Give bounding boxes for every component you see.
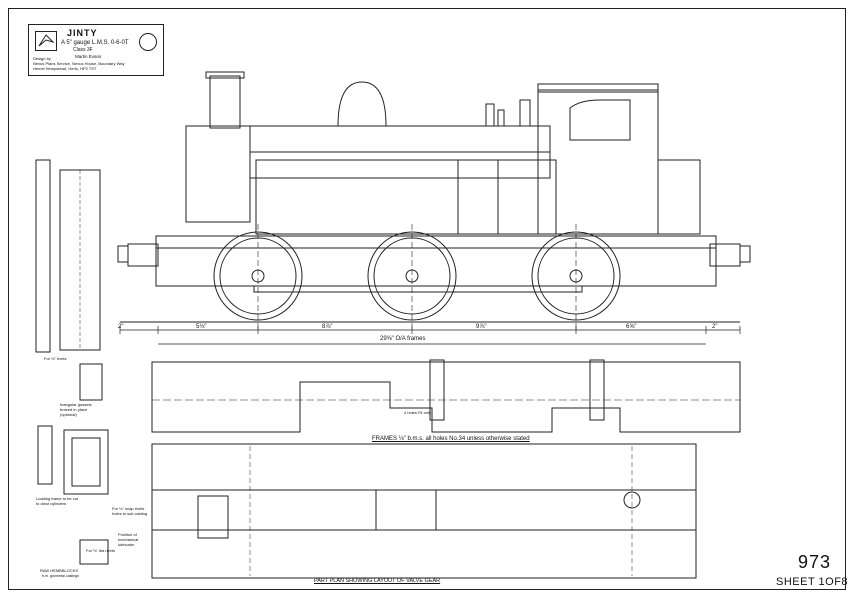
locomotive-class: Class 3F	[73, 47, 93, 53]
hornblock-detail	[37, 425, 109, 565]
designer-address: Design by Nexus Plans Service, Nexus Hou…	[33, 56, 125, 71]
rivets-note: For ⅛" rivets	[44, 356, 67, 361]
logo-icon	[35, 31, 57, 51]
hornblock-sublabel: b.m. gunmetal castings	[42, 574, 79, 578]
frame-stretcher-detail	[35, 159, 103, 401]
valve-gear-plan	[151, 443, 697, 579]
side-tank	[255, 159, 557, 235]
coupling-rod	[253, 285, 583, 293]
frames-note: FRAMES ⅛" b.m.s. all holes No.34 unless …	[372, 436, 530, 442]
rear-buffer	[739, 245, 751, 263]
locomotive-side-elevation	[117, 71, 751, 330]
dome	[337, 81, 387, 127]
whistle	[519, 99, 531, 127]
valve-gear-note: PART PLAN SHOWING LAYOUT OF VALVE GEAR	[314, 578, 441, 584]
lubricator-note: Position of mechanical lubricator	[118, 532, 139, 547]
dimension-wheelbase-3: 9⅞"	[476, 324, 487, 330]
gusset-note: triangular gussets brazed in place (opti…	[60, 402, 92, 417]
coal-bunker	[657, 159, 701, 235]
tank-filler	[457, 159, 499, 235]
safety-valve	[497, 109, 505, 127]
hornblock-casting	[79, 539, 109, 565]
frames-plan	[151, 359, 741, 433]
title-block: JINTY A 5" gauge L.M.S. 0-6-0T Class 3F …	[28, 24, 164, 76]
chimney	[209, 75, 241, 129]
dimension-wheelbase-1: 5⅛"	[196, 324, 207, 330]
drawing-title: JINTY	[67, 28, 98, 38]
loading-frame-note: Loading frame to be cut to clear cylinde…	[36, 496, 79, 506]
sheet-label: SHEET 1OF8	[776, 576, 849, 588]
author-name: Martin Evans	[75, 54, 102, 59]
drilling-note: For ⅛" snap rivets holes to suit casting	[112, 506, 148, 516]
rear-buffer-beam	[709, 243, 741, 267]
dimension-frame-length: 29⅝" O/A frames	[380, 336, 426, 342]
cab-roof	[537, 83, 659, 93]
smokebox	[185, 125, 251, 223]
dimension-rear-overhang: 2"	[712, 324, 718, 330]
front-buffer-beam	[127, 243, 159, 267]
rivets-note-2: For ⅛" dia rivets	[86, 548, 115, 553]
dimension-wheelbase-2: 8⅞"	[322, 324, 333, 330]
cab-window	[569, 99, 631, 141]
drawing-subtitle: A 5" gauge L.M.S. 0-6-0T	[61, 40, 129, 46]
chimney-cap	[205, 71, 245, 79]
dimension-rear-span: 6⅝"	[626, 324, 637, 330]
sheet-border	[8, 8, 846, 590]
drawing-number: 973	[798, 552, 832, 572]
front-buffer	[117, 245, 129, 263]
main-frame	[155, 247, 717, 287]
triangular-gusset	[79, 363, 103, 401]
hornblock-label: RAW HEMBBLOCKS	[40, 568, 79, 573]
safety-valve	[485, 103, 495, 127]
frame-holes-note: 4 holes Fit only	[404, 410, 431, 415]
seal-icon	[139, 33, 157, 51]
dimension-front-overhang: 2"	[118, 324, 124, 330]
wheelbase-dimension-line	[119, 326, 741, 345]
